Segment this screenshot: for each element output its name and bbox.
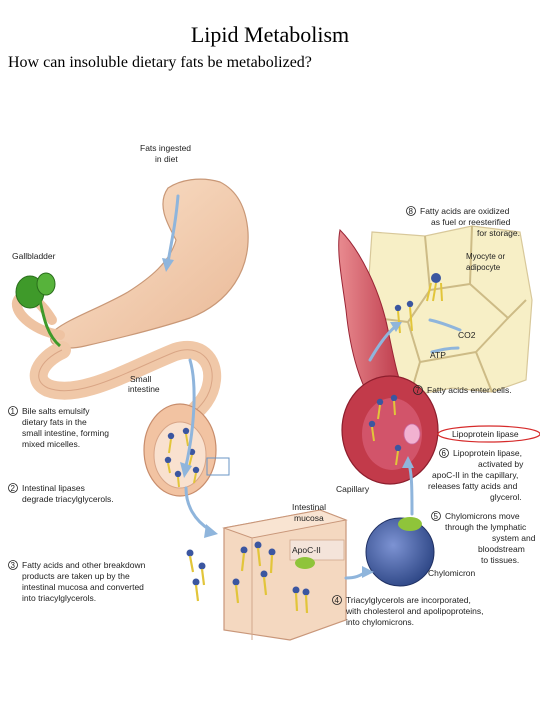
- step-6-line-3: apoC-II in the capillary,: [432, 470, 518, 480]
- step-5: 5 Chylomicrons move through the lymphati…: [431, 511, 536, 565]
- label-chylomicron: Chylomicron: [428, 568, 476, 578]
- zoom-marker: [206, 457, 230, 476]
- step-4-line-3: into chylomicrons.: [346, 617, 414, 627]
- step-1-line-4: mixed micelles.: [22, 439, 80, 449]
- label-small-intestine-1: Small: [130, 374, 151, 384]
- label-capillary: Capillary: [336, 484, 370, 494]
- intestinal-mucosa-block: [222, 509, 348, 641]
- step-1-line-3: small intestine, forming: [22, 428, 109, 438]
- label-myocyte-1: Myocyte or: [466, 252, 505, 261]
- page-title: Lipid Metabolism: [190, 22, 350, 47]
- step-3-line-4: into triacylglycerols.: [22, 593, 96, 603]
- label-fats-ingested-1: Fats ingested: [140, 143, 191, 153]
- step-6: 6 Lipoprotein lipase, activated by apoC-…: [428, 448, 524, 502]
- step-6-number: 6: [442, 449, 447, 458]
- step-6-line-4: releases fatty acids and: [428, 481, 518, 491]
- step-8-line-1: Fatty acids are oxidized: [420, 206, 510, 216]
- step-2-line-2: degrade triacylglycerols.: [22, 494, 114, 504]
- step-4-line-2: with cholesterol and apolipoproteins,: [345, 606, 484, 616]
- arrowheads: [162, 258, 414, 578]
- step-6-line-1: Lipoprotein lipase,: [453, 448, 522, 458]
- step-1: 1 Bile salts emulsify dietary fats in th…: [8, 406, 109, 449]
- step-2-number: 2: [11, 484, 16, 493]
- page-subtitle: How can insoluble dietary fats be metabo…: [8, 54, 312, 71]
- label-co2: CO2: [458, 330, 476, 340]
- step-6-line-5: glycerol.: [490, 492, 522, 502]
- capillary: [338, 228, 439, 485]
- step-1-line-2: dietary fats in the: [22, 417, 87, 427]
- step-3-line-2: products are taken up by the: [22, 571, 130, 581]
- gallbladder: [15, 272, 62, 348]
- lipoprotein-lipase-highlight: [437, 425, 540, 443]
- step-8-line-2: as fuel or reesterified: [431, 217, 511, 227]
- step-1-number: 1: [11, 407, 16, 416]
- step-3-line-3: intestinal mucosa and converted: [22, 582, 144, 592]
- step-7-number: 7: [416, 386, 421, 395]
- step-4-line-1: Triacylglycerols are incorporated,: [346, 595, 471, 605]
- step-4-number: 4: [335, 596, 340, 605]
- step-5-line-3: system and: [492, 533, 536, 543]
- step-8-line-3: for storage.: [477, 228, 520, 238]
- label-myocyte-2: adipocyte: [466, 263, 501, 272]
- label-intestinal-mucosa-1: Intestinal: [292, 502, 326, 512]
- step-3-line-1: Fatty acids and other breakdown: [22, 560, 146, 570]
- step-1-line-1: Bile salts emulsify: [22, 406, 90, 416]
- step-5-line-1: Chylomicrons move: [445, 511, 520, 521]
- step-2: 2 Intestinal lipases degrade triacylglyc…: [8, 483, 114, 504]
- label-atp: ATP: [430, 350, 446, 360]
- step-5-line-5: to tissues.: [481, 555, 519, 565]
- step-5-line-4: bloodstream: [478, 544, 525, 554]
- step-3-number: 3: [11, 561, 16, 570]
- step-4: 4 Triacylglycerols are incorporated, wit…: [332, 595, 484, 627]
- step-8-number: 8: [409, 207, 414, 216]
- label-small-intestine-2: intestine: [128, 384, 160, 394]
- step-5-number: 5: [434, 512, 439, 521]
- step-7-line-1: Fatty acids enter cells.: [427, 385, 512, 395]
- chylomicron: [365, 517, 435, 587]
- step-6-line-2: activated by: [478, 459, 524, 469]
- label-fats-ingested-2: in diet: [155, 154, 178, 164]
- step-3: 3 Fatty acids and other breakdown produc…: [8, 560, 146, 603]
- step-7: 7 Fatty acids enter cells.: [413, 385, 512, 395]
- label-lipoprotein-lipase: Lipoprotein lipase: [452, 429, 519, 439]
- label-gallbladder: Gallbladder: [12, 251, 56, 261]
- step-2-line-1: Intestinal lipases: [22, 483, 85, 493]
- step-8: 8 Fatty acids are oxidized as fuel or re…: [406, 206, 520, 238]
- label-intestinal-mucosa-2: mucosa: [294, 513, 324, 523]
- step-5-line-2: through the lymphatic: [445, 522, 527, 532]
- stomach: [50, 178, 249, 349]
- label-apoc2: ApoC-II: [292, 545, 321, 555]
